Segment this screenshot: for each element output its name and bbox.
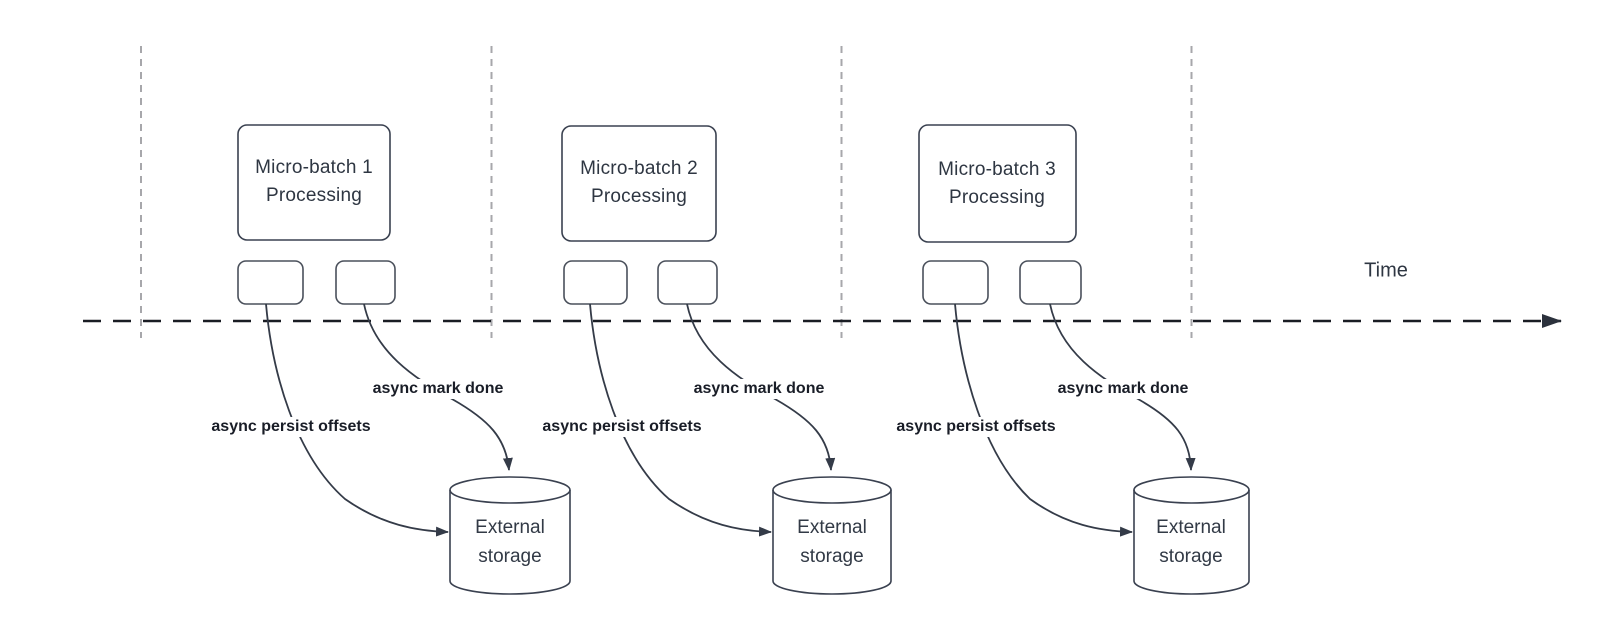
external-storage-line1: External bbox=[475, 517, 545, 538]
persist-offsets-task-box bbox=[237, 260, 304, 305]
external-storage-cylinder bbox=[1133, 476, 1250, 595]
cylinder-top-arc bbox=[772, 489, 892, 504]
mark-done-label: async mark done bbox=[1054, 379, 1192, 399]
persist-offsets-task-box bbox=[563, 260, 628, 305]
mark-done-task-box bbox=[1019, 260, 1082, 305]
micro-batch-title: Micro-batch 3 Processing bbox=[938, 156, 1056, 212]
time-label: Time bbox=[1364, 259, 1408, 282]
cylinder-top-arc bbox=[449, 489, 571, 504]
persist-offsets-task-box bbox=[922, 260, 989, 305]
external-storage-line2: storage bbox=[800, 546, 864, 567]
micro-batch-box bbox=[918, 124, 1077, 243]
mark-done-task-box bbox=[335, 260, 396, 305]
external-storage-cylinder bbox=[772, 476, 892, 595]
persist-offsets-arrow bbox=[265, 303, 449, 537]
external-storage-line1: External bbox=[1156, 517, 1226, 538]
persist-offsets-label: async persist offsets bbox=[208, 417, 374, 437]
micro-batch-title-line1: Micro-batch 3 bbox=[938, 159, 1056, 180]
micro-batch-box bbox=[237, 124, 391, 241]
micro-batch-title-line2: Processing bbox=[590, 186, 687, 207]
mark-done-label: async mark done bbox=[369, 379, 507, 399]
mark-done-task-box bbox=[657, 260, 718, 305]
external-storage-line1: External bbox=[797, 517, 867, 538]
persist-offsets-arrow bbox=[589, 303, 772, 537]
micro-batch-title-line2: Processing bbox=[948, 187, 1045, 208]
external-storage-label: External storage bbox=[1156, 513, 1226, 571]
external-storage-cylinder bbox=[449, 476, 571, 595]
micro-batch-title-line1: Micro-batch 2 bbox=[580, 158, 698, 179]
cylinder-top-arc bbox=[1133, 489, 1250, 504]
micro-batch-title: Micro-batch 2 Processing bbox=[580, 155, 698, 211]
mark-done-label: async mark done bbox=[690, 379, 828, 399]
persist-offsets-label: async persist offsets bbox=[539, 417, 705, 437]
micro-batch-title-line1: Micro-batch 1 bbox=[255, 157, 373, 178]
external-storage-line2: storage bbox=[478, 546, 542, 567]
persist-offsets-label: async persist offsets bbox=[893, 417, 1059, 437]
external-storage-label: External storage bbox=[475, 513, 545, 571]
micro-batch-title: Micro-batch 1 Processing bbox=[255, 154, 373, 210]
persist-offsets-arrow bbox=[954, 303, 1133, 537]
external-storage-label: External storage bbox=[797, 513, 867, 571]
micro-batch-title-line2: Processing bbox=[265, 185, 362, 206]
micro-batch-box bbox=[561, 125, 717, 242]
external-storage-line2: storage bbox=[1159, 546, 1223, 567]
